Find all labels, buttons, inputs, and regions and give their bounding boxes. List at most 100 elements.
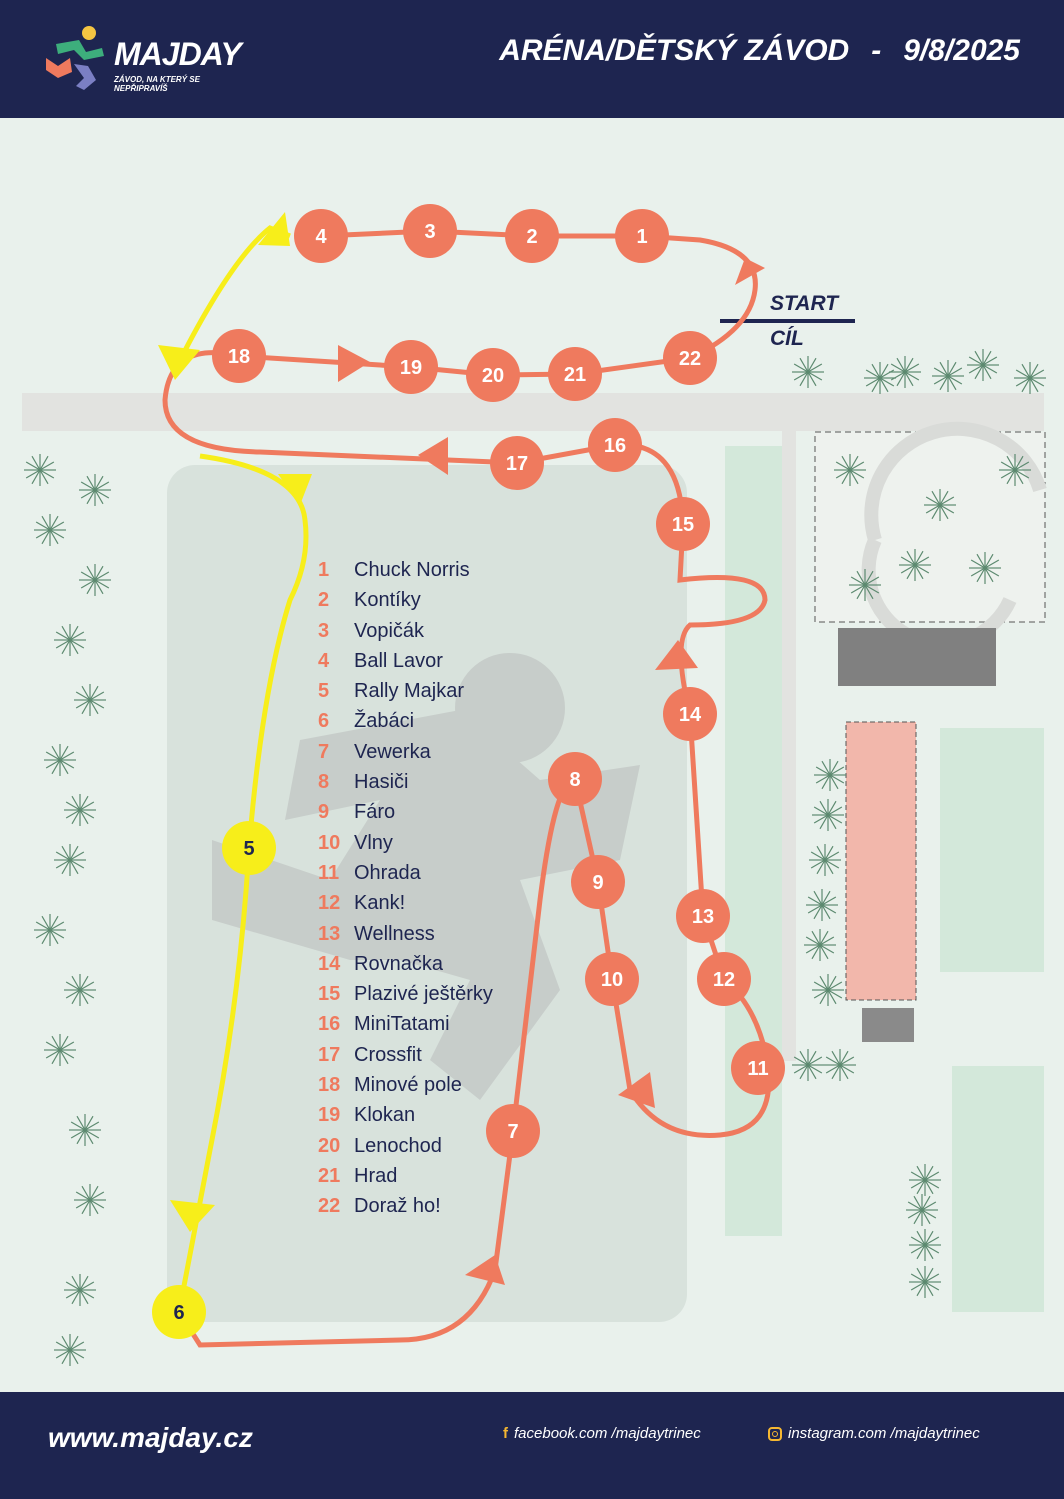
station-marker-18: 18 bbox=[212, 329, 266, 383]
legend-number: 7 bbox=[318, 740, 330, 763]
instagram-link[interactable]: instagram.com /majdaytrinec bbox=[768, 1425, 980, 1442]
legend-station-name: Klokan bbox=[354, 1104, 416, 1127]
runner-silhouette-icon bbox=[212, 653, 640, 1100]
legend-number: 13 bbox=[318, 922, 341, 945]
building bbox=[838, 628, 996, 686]
legend-station-name: Plazivé ještěrky bbox=[354, 983, 493, 1006]
station-number: 6 bbox=[173, 1302, 184, 1324]
legend-station-name: Minové pole bbox=[354, 1074, 462, 1097]
legend-station-name: Žabáci bbox=[354, 710, 415, 733]
legend-station-name: Ball Lavor bbox=[354, 649, 443, 672]
event-date: 9/8/2025 bbox=[903, 34, 1020, 67]
station-number: 20 bbox=[482, 365, 504, 387]
station-marker-15: 15 bbox=[656, 497, 710, 551]
legend-number: 15 bbox=[318, 983, 341, 1006]
legend-number: 20 bbox=[318, 1134, 341, 1157]
brand-tagline: ZÁVOD, NA KTERÝ SE NEPŘIPRAVÍŠ bbox=[114, 75, 200, 93]
legend-number: 18 bbox=[318, 1074, 341, 1097]
legend-number: 14 bbox=[318, 952, 341, 975]
legend-item: 20 Lenochod bbox=[318, 1131, 493, 1161]
event-title: ARÉNA/DĚTSKÝ ZÁVOD bbox=[499, 34, 850, 67]
legend-number: 6 bbox=[318, 710, 330, 733]
legend-station-name: Doraž ho! bbox=[354, 1195, 441, 1218]
station-marker-3: 3 bbox=[403, 204, 457, 258]
station-number: 15 bbox=[672, 514, 694, 536]
station-number: 19 bbox=[400, 357, 422, 379]
station-number: 22 bbox=[679, 348, 701, 370]
sport-field bbox=[940, 728, 1044, 972]
facebook-text: facebook.com /majdaytrinec bbox=[514, 1425, 701, 1442]
station-marker-2: 2 bbox=[505, 209, 559, 263]
route-arrows bbox=[158, 212, 765, 1285]
legend-station-name: Crossfit bbox=[354, 1043, 422, 1066]
instagram-text: instagram.com /majdaytrinec bbox=[788, 1425, 980, 1442]
website-link[interactable]: www.majday.cz bbox=[48, 1422, 253, 1453]
sport-field-2 bbox=[952, 1066, 1044, 1312]
legend-number: 9 bbox=[318, 801, 330, 824]
arrow-icon bbox=[170, 1200, 215, 1232]
legend-station-name: Hasiči bbox=[354, 771, 409, 794]
station-marker-5: 5 bbox=[222, 821, 276, 875]
legend-number: 11 bbox=[318, 861, 340, 884]
station-number: 21 bbox=[564, 364, 586, 386]
legend-number: 8 bbox=[318, 771, 330, 794]
header: MAJDAY ZÁVOD, NA KTERÝ SE NEPŘIPRAVÍŠ AR… bbox=[0, 0, 1064, 118]
legend-station-name: Rally Majkar bbox=[354, 680, 465, 703]
station-marker-8: 8 bbox=[548, 752, 602, 806]
station-number: 2 bbox=[526, 226, 537, 248]
station-number: 12 bbox=[713, 969, 735, 991]
tennis-courts bbox=[845, 721, 917, 1001]
legend-number: 2 bbox=[318, 589, 330, 612]
legend-station-name: Vlny bbox=[354, 831, 393, 854]
station-number: 8 bbox=[569, 769, 580, 791]
station-marker-20: 20 bbox=[466, 348, 520, 402]
station-marker-6: 6 bbox=[152, 1285, 206, 1339]
brand-name: MAJDAY bbox=[114, 36, 242, 72]
station-marker-21: 21 bbox=[548, 347, 602, 401]
station-number: 13 bbox=[692, 906, 714, 928]
arrow-icon bbox=[338, 345, 370, 382]
arrow-icon bbox=[278, 474, 312, 505]
road bbox=[22, 393, 1044, 431]
station-marker-17: 17 bbox=[490, 436, 544, 490]
legend-item: 2 Kontíky bbox=[318, 585, 493, 615]
legend-item: 7 Vewerka bbox=[318, 737, 493, 767]
legend-station-name: Wellness bbox=[354, 922, 435, 945]
station-number: 4 bbox=[315, 226, 327, 248]
title-separator: - bbox=[871, 34, 882, 67]
station-marker-11: 11 bbox=[731, 1041, 785, 1095]
station-marker-1: 1 bbox=[615, 209, 669, 263]
legend-station-name: Vewerka bbox=[354, 740, 431, 763]
station-marker-13: 13 bbox=[676, 889, 730, 943]
legend-station-name: Lenochod bbox=[354, 1134, 442, 1157]
arrow-icon bbox=[618, 1072, 655, 1108]
trees bbox=[24, 349, 1046, 1366]
legend-number: 3 bbox=[318, 619, 330, 642]
legend-number: 22 bbox=[318, 1195, 341, 1218]
legend-number: 4 bbox=[318, 649, 330, 672]
legend-item: 15 Plazivé ještěrky bbox=[318, 979, 493, 1009]
station-marker-7: 7 bbox=[486, 1104, 540, 1158]
green-strip bbox=[725, 446, 782, 1236]
station-number: 9 bbox=[592, 872, 603, 894]
arrow-icon bbox=[258, 212, 290, 246]
legend-item: 6 Žabáci bbox=[318, 706, 493, 736]
legend-station-name: Kontíky bbox=[354, 589, 421, 612]
arrow-icon bbox=[735, 258, 765, 285]
station-marker-9: 9 bbox=[571, 855, 625, 909]
arrow-icon bbox=[418, 437, 448, 475]
arrow-icon bbox=[158, 345, 200, 380]
start-label: START bbox=[770, 292, 840, 315]
